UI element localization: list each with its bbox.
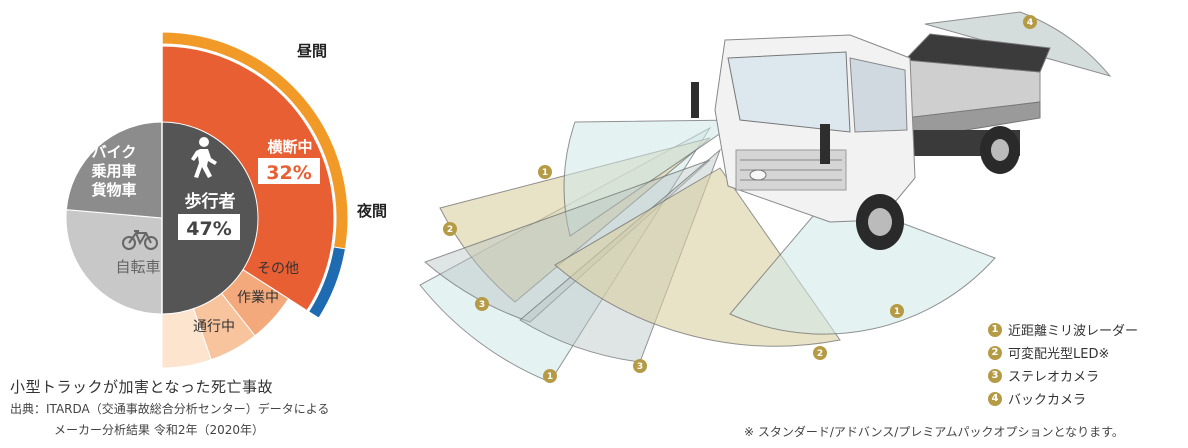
badge-radar-3: 1	[890, 304, 904, 318]
truck-sensor-diagram: 1 2 3 1 3 2 1 4	[419, 11, 1112, 383]
night-label: 夜間	[356, 202, 387, 220]
fan-badges: 1 2 3 1 3 2 1 4	[443, 15, 1037, 383]
legend-badge: 3	[988, 368, 1002, 383]
chart-caption-title: 小型トラックが加害となった死亡事故	[10, 378, 274, 396]
legend-item-led: 2 可変配光型LED※	[988, 341, 1138, 364]
crossing-value: 32%	[266, 162, 311, 184]
badge-backcam: 4	[1023, 15, 1037, 29]
svg-text:2: 2	[447, 225, 453, 235]
sensor-legend: 1 近距離ミリ波レーダー 2 可変配光型LED※ 3 ステレオカメラ 4 バック…	[988, 318, 1138, 410]
legend-item-stereo-camera: 3 ステレオカメラ	[988, 364, 1138, 387]
badge-led-2: 2	[813, 346, 827, 360]
bicycle-label: 自転車	[115, 258, 160, 276]
other-label-2: 乗用車	[91, 162, 136, 180]
pie-slice-vehicles	[65, 121, 163, 219]
chart-source-line2: メーカー分析結果 令和2年（2020年）	[54, 423, 264, 437]
legend-item-radar: 1 近距離ミリ波レーダー	[988, 318, 1138, 341]
legend-label: ステレオカメラ	[1008, 370, 1100, 385]
legend-label: 近距離ミリ波レーダー	[1008, 324, 1139, 339]
passing-segment-label: 通行中	[193, 319, 235, 335]
badge-camera-1: 3	[475, 297, 489, 311]
legend-badge: 2	[988, 345, 1002, 360]
chart-source-line1: 出典：ITARDA（交通事故総合分析センター）データによる	[10, 402, 330, 416]
pedestrian-icon	[191, 137, 217, 178]
svg-text:1: 1	[542, 168, 548, 178]
crossing-label: 横断中	[267, 138, 312, 156]
pie-chart: 歩行者 47% バイク 乗用車 貨物車 自転車 横断中 32% その他 作業中 …	[65, 28, 387, 369]
camera-fan-1	[424, 159, 711, 323]
badge-camera-2: 3	[633, 359, 647, 373]
legend-item-back-camera: 4 バックカメラ	[988, 387, 1138, 410]
legend-label: 可変配光型LED※	[1008, 347, 1110, 362]
chart-caption: 小型トラックが加害となった死亡事故 出典：ITARDA（交通事故総合分析センター…	[10, 376, 410, 439]
svg-text:3: 3	[479, 300, 485, 310]
pedestrian-value: 47%	[186, 218, 231, 240]
svg-text:2: 2	[817, 349, 823, 359]
bicycle-icon	[122, 230, 158, 250]
pedestrian-value-box	[178, 214, 240, 240]
other-label-1: バイク	[92, 143, 137, 161]
pedestrian-label: 歩行者	[185, 191, 236, 212]
other-segment-label: その他	[257, 261, 299, 277]
pie-labels: 歩行者 47% バイク 乗用車 貨物車 自転車 横断中 32% その他 作業中 …	[91, 42, 387, 335]
truck	[691, 33, 1051, 250]
badge-radar-1: 1	[538, 165, 552, 179]
svg-text:1: 1	[547, 372, 553, 382]
badge-led-1: 2	[443, 222, 457, 236]
legend-badge: 1	[988, 322, 1002, 337]
other-label-3: 貨物車	[91, 181, 136, 199]
svg-text:1: 1	[894, 307, 900, 317]
crossing-value-box	[258, 158, 320, 184]
badge-radar-2: 1	[543, 369, 557, 383]
legend-badge: 4	[988, 391, 1002, 406]
radar-fan-right	[729, 195, 996, 335]
legend-label: バックカメラ	[1008, 393, 1087, 408]
svg-text:3: 3	[637, 362, 643, 372]
work-segment-label: 作業中	[237, 290, 279, 306]
time-ring-1	[307, 246, 346, 319]
sensor-fans	[419, 11, 1112, 383]
daytime-label: 昼間	[297, 42, 327, 60]
svg-text:4: 4	[1027, 18, 1033, 28]
option-note: ※ スタンダード/アドバンス/プレミアムパックオプションとなります。	[744, 425, 1124, 439]
radar-fan-front-left	[563, 119, 742, 237]
